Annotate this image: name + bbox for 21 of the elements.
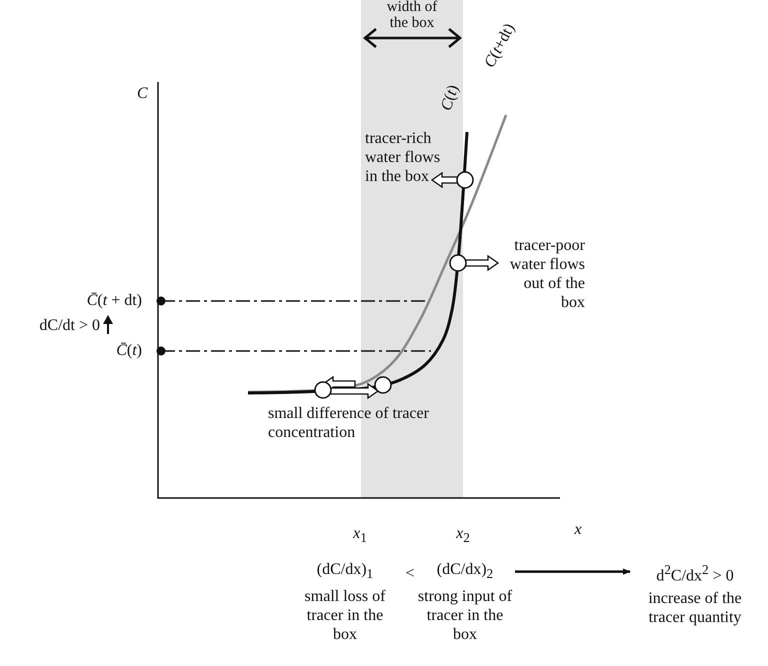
axis-label: C bbox=[137, 84, 149, 103]
curve-label: C(t+dt) bbox=[480, 20, 520, 71]
description: increase of the tracer quantity bbox=[647, 589, 743, 628]
relation-sign: < bbox=[404, 564, 416, 583]
annotation-text: tracer-rich water flows in the box bbox=[365, 129, 442, 186]
description: strong input of tracer in the box bbox=[416, 587, 514, 644]
annotation-text: width of the box bbox=[386, 0, 438, 31]
axis-label: x bbox=[573, 520, 583, 539]
tick-label: x$_{2}$ bbox=[455, 524, 471, 548]
formula: (dC/dx)$_{2}$ bbox=[436, 560, 494, 584]
tick-label: x$_{1}$ bbox=[352, 524, 368, 548]
formula: (dC/dx)$_{1}$ bbox=[316, 560, 374, 584]
curve-label: C(t) bbox=[436, 82, 464, 113]
formula: d$^{2}$C/dx$^{2}$ > 0 bbox=[655, 561, 735, 586]
annotation-text: dC/dt > 0 bbox=[38, 316, 100, 335]
annotation-text: small difference of tracer concentration bbox=[268, 404, 430, 442]
annotation-text: tracer-poor water flows out of the box bbox=[508, 236, 585, 312]
axis-value-label: C̄(t + dt) bbox=[86, 291, 142, 310]
axis-value-label: C̄(t) bbox=[115, 341, 142, 360]
description: small loss of tracer in the box bbox=[304, 587, 386, 644]
arrow bbox=[515, 568, 631, 575]
